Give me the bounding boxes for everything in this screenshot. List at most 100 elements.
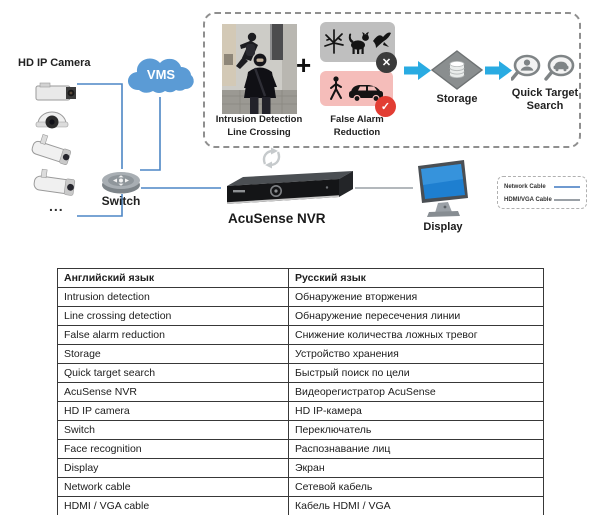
cell-en: HDMI / VGA cable <box>57 496 289 515</box>
accept-badge: ✓ <box>375 96 396 117</box>
monitor-icon <box>418 160 468 217</box>
nvr-label: AcuSense NVR <box>228 211 326 226</box>
check-mark: ✓ <box>380 101 391 113</box>
arrow-right-icon <box>485 61 512 80</box>
display-label: Display <box>423 221 463 233</box>
translation-table-grid: Английский язык Русский язык Intrusion d… <box>57 268 544 515</box>
cell-ru: Экран <box>288 458 544 478</box>
camera-stack <box>31 82 76 196</box>
bullet-camera-icon <box>33 168 76 196</box>
cell-ru: Снижение количества ложных тревог <box>288 325 544 345</box>
walking-intruder-figure <box>244 53 277 114</box>
legend-row-hdmi: HDMI/VGA Cable <box>504 194 580 205</box>
cell-ru: Сетевой кабель <box>288 477 544 497</box>
vms-label: VMS <box>147 67 176 82</box>
intruder-photo <box>222 24 297 114</box>
intrusion-caption: Intrusion Detection Line Crossing <box>207 114 311 139</box>
reject-badge: ✕ <box>376 52 397 73</box>
cell-ru: HD IP-камера <box>288 401 544 421</box>
hd-ip-camera-label: HD IP Camera <box>18 57 91 69</box>
box-camera-icon <box>35 82 76 101</box>
more-cameras-ellipsis: ... <box>49 198 64 214</box>
bullet-camera-icon <box>31 133 72 165</box>
cell-ru: Обнаружение вторжения <box>288 287 544 307</box>
vms-cloud: VMS <box>127 58 194 93</box>
cell-ru: Распознавание лиц <box>288 439 544 459</box>
hdmi-vga-cable-label: HDMI/VGA Cable <box>504 196 552 203</box>
pedestrian-icon <box>329 76 342 100</box>
quick-target-search-label: Quick Target Search <box>503 87 587 113</box>
false-alarm-caption: False Alarm Reduction <box>317 114 397 139</box>
line-bottom-camera-to-switch <box>77 194 123 217</box>
cloud-icon <box>127 58 194 93</box>
cell-en: Line crossing detection <box>57 306 289 326</box>
switch-label: Switch <box>101 194 141 208</box>
valid-targets-box <box>320 71 393 106</box>
header-english: Английский язык <box>57 268 289 288</box>
quick-target-search-icons <box>511 54 575 81</box>
cell-ru: Кабель HDMI / VGA <box>288 496 544 515</box>
storage-diamond-icon <box>431 50 483 90</box>
header-russian: Русский язык <box>288 268 544 288</box>
valid-targets-icons <box>329 76 383 102</box>
database-icon <box>449 60 465 78</box>
line-camera-to-switch <box>77 83 123 169</box>
cell-en: Display <box>57 458 289 478</box>
connection-lines <box>77 83 413 217</box>
cell-en: Quick target search <box>57 363 289 383</box>
cell-ru: Быстрый поиск по цели <box>288 363 544 383</box>
network-cable-label: Network Cable <box>504 183 546 190</box>
quick-target-search-line2: Search <box>526 100 564 112</box>
arrow-right-icon <box>404 61 431 80</box>
plant-icon <box>324 29 344 54</box>
cell-ru: Устройство хранения <box>288 344 544 364</box>
cell-en: Switch <box>57 420 289 440</box>
quick-target-search-line1: Quick Target <box>511 87 579 99</box>
cable-legend: Network Cable HDMI/VGA Cable <box>497 176 587 209</box>
cell-ru: Переключатель <box>288 420 544 440</box>
search-vehicle-icon <box>544 54 575 81</box>
system-diagram: HD IP Camera <box>18 12 587 233</box>
search-face-icon <box>511 54 541 81</box>
car-icon <box>348 85 383 102</box>
false-alarm-caption-line1: False Alarm <box>330 114 384 125</box>
line-vms-to-switch <box>140 97 161 171</box>
x-mark: ✕ <box>381 57 392 69</box>
cell-ru: Видеорегистратор AcuSense <box>288 382 544 402</box>
nvr-device-icon <box>227 171 353 204</box>
switch-icon <box>102 172 140 194</box>
ignored-targets-icons <box>324 29 391 54</box>
cell-en: Network cable <box>57 477 289 497</box>
hdmi-vga-cable-line <box>554 198 580 201</box>
table-header-row: Английский язык Русский язык <box>57 268 544 288</box>
legend-row-network: Network Cable <box>504 181 580 192</box>
bird-icon <box>373 32 391 48</box>
cell-en: Intrusion detection <box>57 287 289 307</box>
storage-label: Storage <box>436 93 478 105</box>
climbing-intruder-figure <box>236 32 258 69</box>
cell-en: Storage <box>57 344 289 364</box>
plus-sign: + <box>296 50 312 80</box>
cell-ru: Обнаружение пересечения линии <box>288 306 544 326</box>
cell-en: AcuSense NVR <box>57 382 289 402</box>
network-cable-line <box>554 185 580 188</box>
translation-table: Английский язык Русский язык Intrusion d… <box>57 268 544 515</box>
intrusion-caption-line1: Intrusion Detection <box>215 114 303 125</box>
cat-icon <box>348 31 369 54</box>
cell-en: False alarm reduction <box>57 325 289 345</box>
false-alarm-caption-line2: Reduction <box>333 126 381 138</box>
sync-arrows-icon <box>262 147 281 169</box>
cell-en: Face recognition <box>57 439 289 459</box>
cell-en: HD IP camera <box>57 401 289 421</box>
dome-camera-icon <box>35 111 69 129</box>
